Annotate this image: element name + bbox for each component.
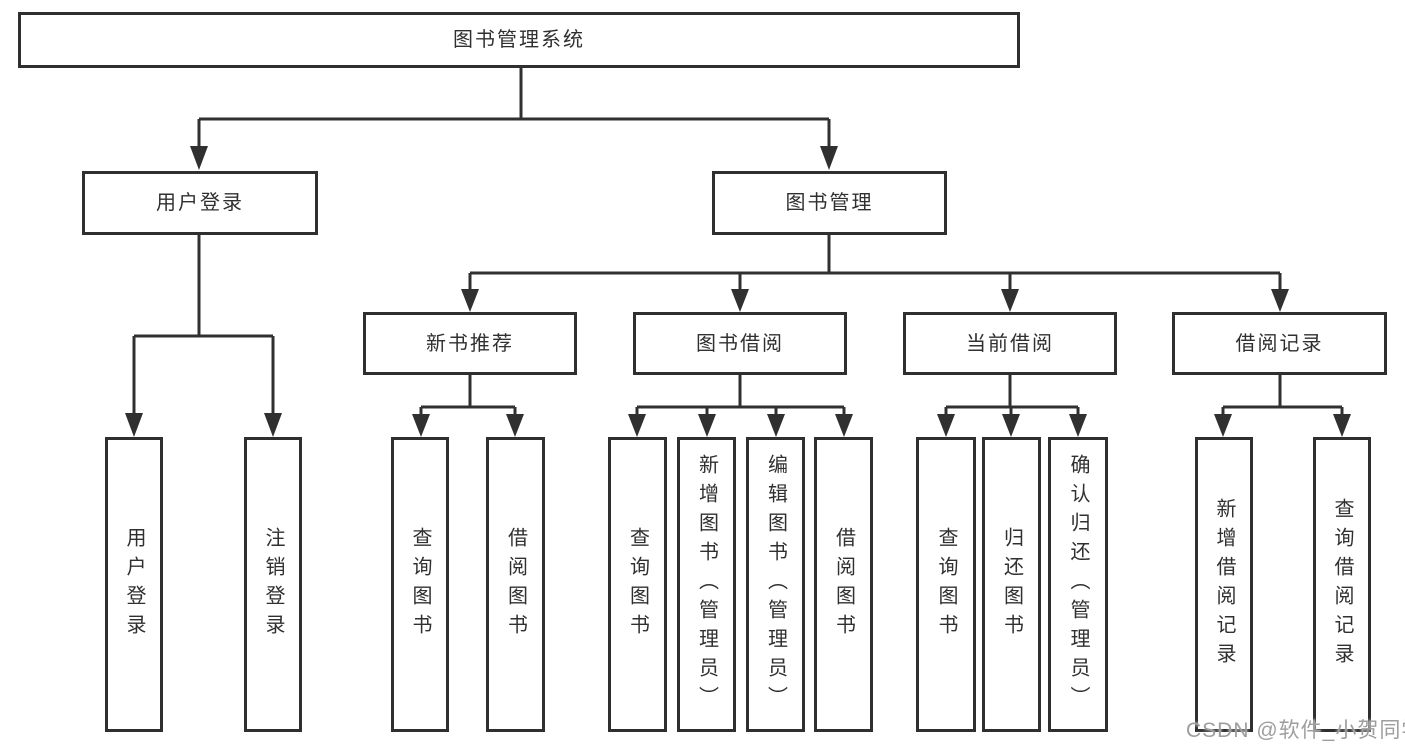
connector-book-borrow-branch [635,375,846,418]
connector-user-login-branch [132,235,275,417]
leaf-records-query: 查询借阅记录 [1313,437,1371,732]
node-user-login: 用户登录 [82,171,318,235]
leaf-borrow-add-admin: 新增图书（管理员） [677,437,736,732]
arrowhead [264,413,282,437]
arrowheads [125,146,1351,437]
leaf-current-query: 查询图书 [916,437,976,732]
arrowhead [125,413,143,437]
leaf-new-books-borrow: 借阅图书 [486,437,545,732]
arrowhead [506,414,524,437]
arrowhead [1002,414,1020,437]
leaf-user-login: 用户登录 [105,437,163,732]
arrowhead [1069,414,1087,437]
leaf-current-confirm-return-admin: 确认归还（管理员） [1048,437,1108,732]
arrowhead [461,289,479,312]
arrowhead [937,414,955,437]
leaf-current-return: 归还图书 [982,437,1041,732]
arrowhead [1333,414,1351,437]
leaf-borrow-query: 查询图书 [608,437,667,732]
connector-new-books-branch [419,375,517,418]
leaf-logout: 注销登录 [244,437,302,732]
arrowhead [820,146,838,170]
leaf-borrow-edit-admin: 编辑图书（管理员） [746,437,805,732]
arrowhead [628,414,646,437]
arrowhead [1214,414,1232,437]
arrowhead [731,289,749,312]
arrowhead [767,414,785,437]
leaf-records-add: 新增借阅记录 [1195,437,1253,732]
arrowhead [190,146,208,170]
node-book-borrowing: 图书借阅 [633,312,847,375]
arrowhead [835,414,853,437]
leaf-borrow-borrow: 借阅图书 [814,437,873,732]
node-current-borrowing: 当前借阅 [903,312,1117,375]
arrowhead [698,414,716,437]
node-book-management: 图书管理 [712,171,947,235]
leaf-new-books-query: 查询图书 [391,437,449,732]
connector-book-management-branch [468,235,1282,293]
node-new-book-recommendation: 新书推荐 [363,312,577,375]
connector-root-to-level2 [197,67,831,150]
arrowhead [412,414,430,437]
arrowhead [1271,289,1289,312]
node-borrowing-records: 借阅记录 [1172,312,1387,375]
connector-borrow-records-branch [1221,375,1344,418]
arrowhead [1001,289,1019,312]
watermark: CSDN @软件_小贺同学 [1186,719,1405,742]
node-root: 图书管理系统 [18,12,1020,68]
connector-current-borrow-branch [944,375,1080,418]
